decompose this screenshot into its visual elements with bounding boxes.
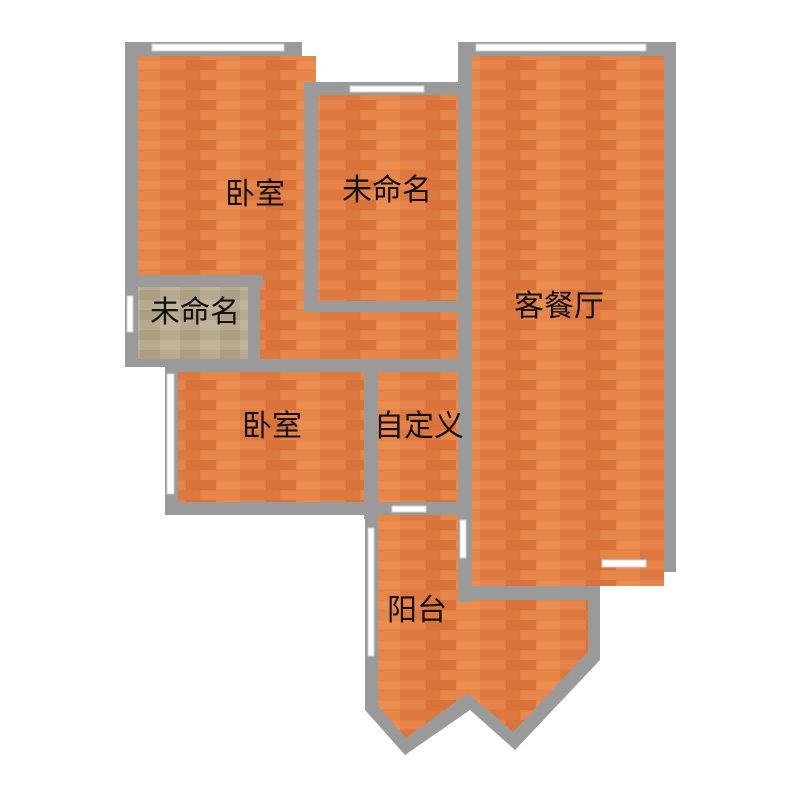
wall-bedroom-unnamed <box>304 82 318 312</box>
wall-unnamed-bottom <box>304 301 470 312</box>
label-custom: 自定义 <box>374 409 464 444</box>
floor-unnamed-small <box>138 287 248 359</box>
wall-balcony-top <box>458 586 594 600</box>
window-living-bottom <box>601 559 647 568</box>
window-custom-bottom <box>391 505 427 513</box>
window-small-room <box>126 295 134 333</box>
floor-corridor <box>256 312 458 359</box>
window-living-top <box>475 43 647 52</box>
window-unnamed-top <box>349 85 425 93</box>
floor-bedroom-bottom <box>178 372 364 502</box>
floor-living-dining <box>472 56 664 586</box>
label-living-dining: 客餐厅 <box>514 289 604 324</box>
floor-balcony <box>378 515 588 738</box>
window-bedroom-top <box>151 43 285 52</box>
wall-custom-left <box>364 359 378 519</box>
window-balcony-left <box>367 527 375 657</box>
window-balcony-right <box>459 519 467 559</box>
wall-small-room-right <box>248 275 260 367</box>
label-unnamed-top: 未命名 <box>342 173 432 208</box>
label-unnamed-small: 未命名 <box>150 295 240 330</box>
label-bedroom-bottom: 卧室 <box>242 409 302 444</box>
label-bedroom-top: 卧室 <box>225 177 285 212</box>
window-bedroom-bottom <box>166 373 175 495</box>
floor-custom <box>378 372 458 502</box>
label-balcony: 阳台 <box>387 593 447 628</box>
wall-living-left <box>458 82 472 602</box>
wall-middle-horizontal <box>165 359 472 372</box>
floor-unnamed-top <box>318 95 458 301</box>
wall-small-room-top <box>125 275 263 287</box>
